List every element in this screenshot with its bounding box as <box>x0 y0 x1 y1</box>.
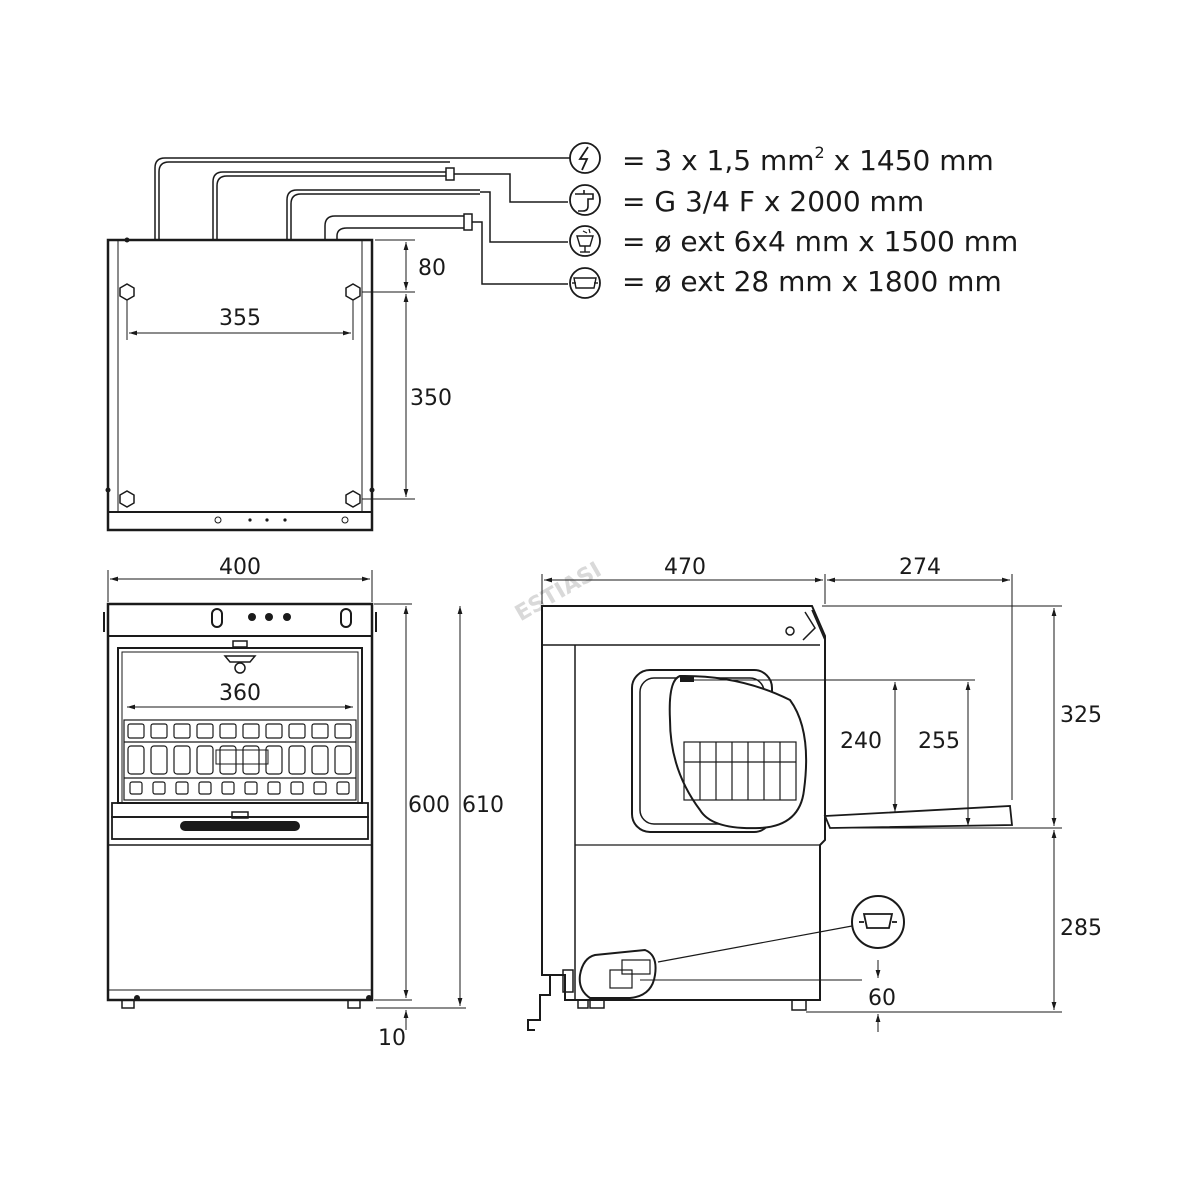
basket-top-cell <box>196 723 214 739</box>
basket-slot <box>244 781 258 795</box>
basket-slot <box>336 781 350 795</box>
open-door <box>823 805 1013 829</box>
dim-lower-height: 285 <box>1060 916 1102 941</box>
top-view: 355 80 350 <box>105 157 570 532</box>
spec-detergent: = ø ext 6x4 mm x 1500 mm <box>622 225 1018 258</box>
basket-compartment <box>242 745 260 775</box>
basket-top-cell <box>334 723 352 739</box>
dim-rack-height: 240 <box>840 729 882 754</box>
dim-opening-height: 255 <box>918 729 960 754</box>
basket-compartment <box>311 745 329 775</box>
dim-height-total: 610 <box>462 793 504 818</box>
cutaway-view <box>668 674 808 830</box>
water-tap-icon <box>569 184 601 216</box>
basket-slot <box>267 781 281 795</box>
dim-drain-height: 60 <box>868 986 896 1011</box>
door-handle <box>180 821 300 831</box>
basket-compartment <box>334 745 352 775</box>
basket-top-cell <box>219 723 237 739</box>
dim-door-open: 274 <box>899 555 941 580</box>
basket-compartment <box>173 745 191 775</box>
side-view: 470 274 240 255 325 285 60 <box>527 555 1102 1032</box>
basket-top-cell <box>265 723 283 739</box>
basket-top-cell <box>311 723 329 739</box>
dim-offset-top: 80 <box>418 256 446 281</box>
door-top <box>111 816 369 840</box>
basket-compartment <box>288 745 306 775</box>
basket-top-cell <box>173 723 191 739</box>
mounting-holes <box>119 283 361 508</box>
basket-compartment <box>265 745 283 775</box>
back-panel <box>106 238 374 532</box>
basket-top-cell <box>242 723 260 739</box>
basket-top-cell <box>150 723 168 739</box>
front-view: 360 400 600 610 10 <box>103 555 504 1051</box>
dim-hole-width: 355 <box>219 306 261 331</box>
basket-compartment <box>150 745 168 775</box>
spray-arm <box>223 640 257 674</box>
drain-outlet <box>578 895 905 999</box>
basket-slot <box>221 781 235 795</box>
control-panel <box>211 608 352 628</box>
detergent-icon <box>569 225 601 257</box>
basket-compartment <box>219 745 237 775</box>
dim-depth: 470 <box>664 555 706 580</box>
dim-height: 600 <box>408 793 450 818</box>
basket-slot <box>198 781 212 795</box>
basket <box>123 719 357 801</box>
spec-power: = 3 x 1,5 mm2 x 1450 mm <box>622 143 994 177</box>
basket-top-cell <box>127 723 145 739</box>
spec-water: = G 3/4 F x 2000 mm <box>622 185 924 218</box>
lightning-icon <box>569 142 601 174</box>
dim-upper-height: 325 <box>1060 703 1102 728</box>
basket-slot <box>175 781 189 795</box>
dim-width: 400 <box>219 555 261 580</box>
supply-hoses <box>154 157 570 285</box>
dim-hole-spacing: 350 <box>410 386 452 411</box>
basket-slot <box>290 781 304 795</box>
basket-top-cell <box>288 723 306 739</box>
spec-drain: = ø ext 28 mm x 1800 mm <box>622 265 1002 298</box>
dim-inner-width: 360 <box>219 681 261 706</box>
basket-slot <box>313 781 327 795</box>
spec-list: = 3 x 1,5 mm2 x 1450 mm = G 3/4 F x 2000… <box>569 142 1018 299</box>
basket-compartment <box>196 745 214 775</box>
basket-slot <box>129 781 143 795</box>
dim-feet: 10 <box>378 1026 406 1051</box>
basket-side <box>683 741 797 801</box>
basket-slot <box>152 781 166 795</box>
basket-compartment <box>127 745 145 775</box>
drain-icon <box>569 267 601 299</box>
